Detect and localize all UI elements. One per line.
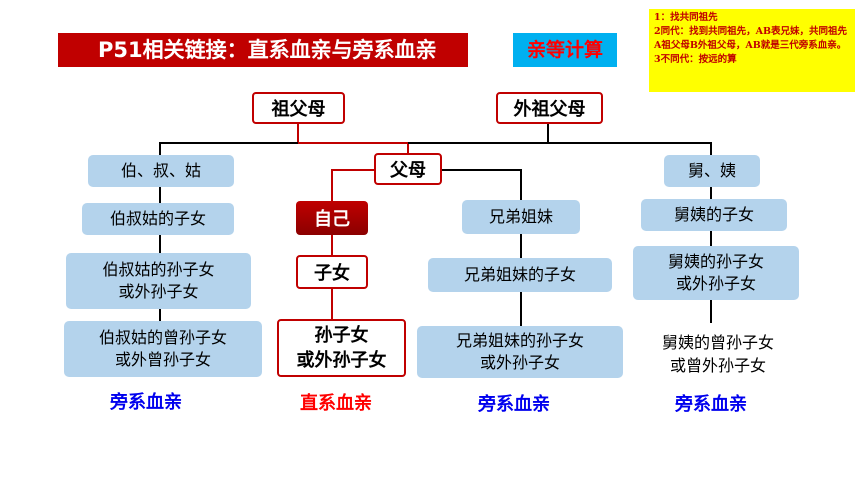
node-maternal-uncles-aunts-great-grandchildren-line-1: 舅姨的曾孙子女	[661, 333, 774, 352]
link-parents-self	[331, 169, 374, 201]
node-uncles-aunts-great-grandchildren: 伯叔姑的曾孙子女 或外曾孙子女	[64, 321, 262, 377]
node-grandchildren-line-2: 或外孙子女	[296, 350, 387, 371]
node-maternal-uncles-aunts-great-grandchildren-line-2: 或曾外孙子女	[669, 356, 766, 375]
caption-collateral-kin-paternal: 旁系血亲	[110, 392, 182, 413]
node-uncles-aunts-great-grandchildren-line-2: 或外曾孙子女	[114, 350, 211, 369]
node-uncles-aunts-grandchildren: 伯叔姑的孙子女 或外孙子女	[66, 253, 251, 309]
node-grandparents: 祖父母	[252, 92, 345, 124]
node-grandchildren-line-1: 孙子女	[314, 325, 369, 346]
note-step-1: 1：找共同祖先	[654, 12, 718, 23]
node-uncles-aunts-children: 伯叔姑的子女	[82, 203, 234, 235]
node-maternal-grandparents: 外祖父母	[496, 92, 603, 124]
node-grandchildren: 孙子女 或外孙子女	[277, 319, 406, 377]
link-maternal-grandparents-maternal-uncles-aunts	[548, 142, 712, 155]
node-siblings-grandchildren-line-1: 兄弟姐妹的孙子女	[455, 331, 584, 350]
caption-collateral-kin-siblings: 旁系血亲	[478, 394, 550, 415]
node-siblings-grandchildren-line-2: 或外孙子女	[479, 353, 560, 372]
caption-collateral-kin-maternal: 旁系血亲	[675, 394, 747, 415]
link-maternal-grandparents-parents	[408, 124, 549, 144]
link-grandparents-uncles-aunts	[159, 142, 298, 155]
node-siblings-grandchildren: 兄弟姐妹的孙子女 或外孙子女	[417, 326, 623, 378]
page-title: P51相关链接：直系血亲与旁系血亲	[58, 33, 468, 67]
node-uncles-aunts-great-grandchildren-line-1: 伯叔姑的曾孙子女	[98, 328, 227, 347]
node-parents: 父母	[374, 153, 442, 185]
node-uncles-aunts-grandchildren-line-2: 或外孙子女	[118, 282, 199, 301]
node-siblings: 兄弟姐妹	[462, 200, 580, 234]
node-maternal-uncles-aunts-grandchildren: 舅姨的孙子女 或外孙子女	[633, 246, 799, 300]
node-uncles-aunts: 伯、叔、姑	[88, 155, 234, 187]
node-siblings-children: 兄弟姐妹的子女	[428, 258, 612, 292]
node-children: 子女	[296, 255, 368, 289]
node-maternal-uncles-aunts-grandchildren-line-1: 舅姨的孙子女	[667, 252, 764, 271]
link-parents-siblings	[442, 169, 522, 200]
node-maternal-uncles-aunts: 舅、姨	[664, 155, 760, 187]
node-maternal-uncles-aunts-great-grandchildren: 舅姨的曾孙子女 或曾外孙子女	[628, 331, 808, 377]
caption-lineal-kin: 直系血亲	[300, 393, 372, 414]
node-self: 自己	[296, 201, 368, 235]
link-grandparents-parents	[297, 124, 409, 153]
kin-degree-calc-label: 亲等计算	[513, 33, 617, 67]
note-step-2: 2同代：找到共同祖先，AB表兄妹，共同祖先A祖父母B外祖父母，AB就是三代旁系血…	[654, 26, 848, 51]
node-maternal-uncles-aunts-children: 舅姨的子女	[641, 199, 787, 231]
kin-degree-note: 1：找共同祖先 2同代：找到共同祖先，AB表兄妹，共同祖先A祖父母B外祖父母，A…	[649, 9, 855, 92]
note-step-3: 3不同代：按远的算	[654, 54, 737, 65]
node-maternal-uncles-aunts-grandchildren-line-2: 或外孙子女	[675, 274, 756, 293]
node-uncles-aunts-grandchildren-line-1: 伯叔姑的孙子女	[102, 260, 215, 279]
